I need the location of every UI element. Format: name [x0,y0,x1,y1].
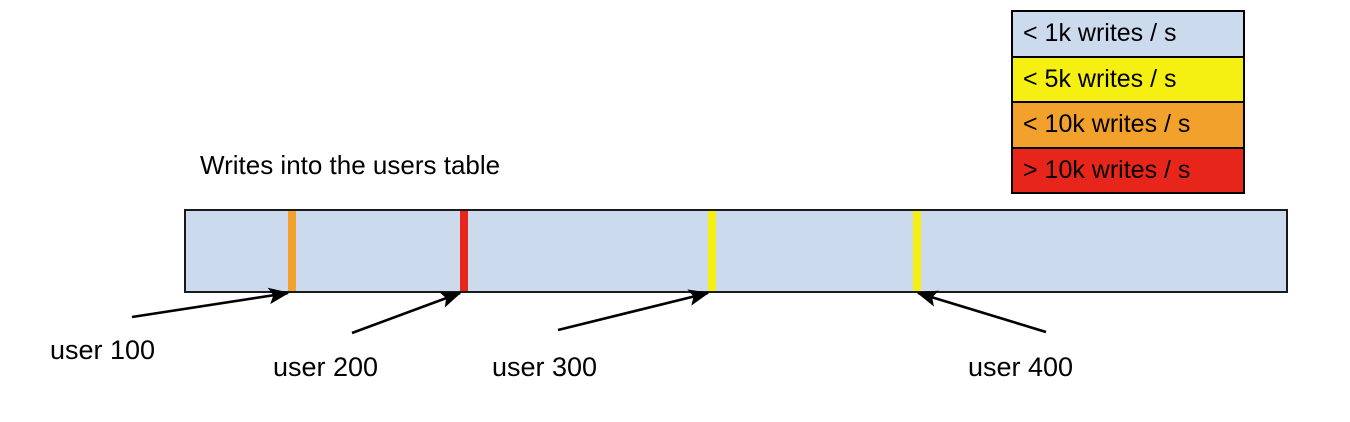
callout-label-user-400: user 400 [968,352,1074,382]
legend-label-1: < 5k writes / s [1023,64,1177,93]
arrow-user-100 [131,287,290,319]
legend-label-0: < 1k writes / s [1023,19,1177,48]
legend-row-2: < 10k writes / s [1013,103,1243,149]
keyspace-stripe-user-200 [460,211,468,291]
callout-label-user-100: user 100 [50,335,156,365]
keyspace-stripe-user-100 [288,211,296,291]
legend-row-1: < 5k writes / s [1013,57,1243,103]
arrow-user-200 [351,291,462,335]
chart-title: Writes into the users table [200,150,501,180]
callout-label-user-300: user 300 [492,352,598,382]
legend-row-0: < 1k writes / s [1013,12,1243,58]
users-table-keyspace-bar [184,209,1288,293]
keyspace-stripe-user-400 [913,211,921,291]
legend: < 1k writes / s < 5k writes / s < 10k wr… [1011,10,1245,194]
legend-row-3: > 10k writes / s [1013,148,1243,192]
legend-label-3: > 10k writes / s [1023,155,1191,184]
arrow-user-400 [916,290,1047,334]
keyspace-stripe-user-300 [708,211,716,291]
arrow-user-300 [557,289,710,332]
callout-label-user-200: user 200 [273,352,379,382]
legend-label-2: < 10k writes / s [1023,110,1191,139]
